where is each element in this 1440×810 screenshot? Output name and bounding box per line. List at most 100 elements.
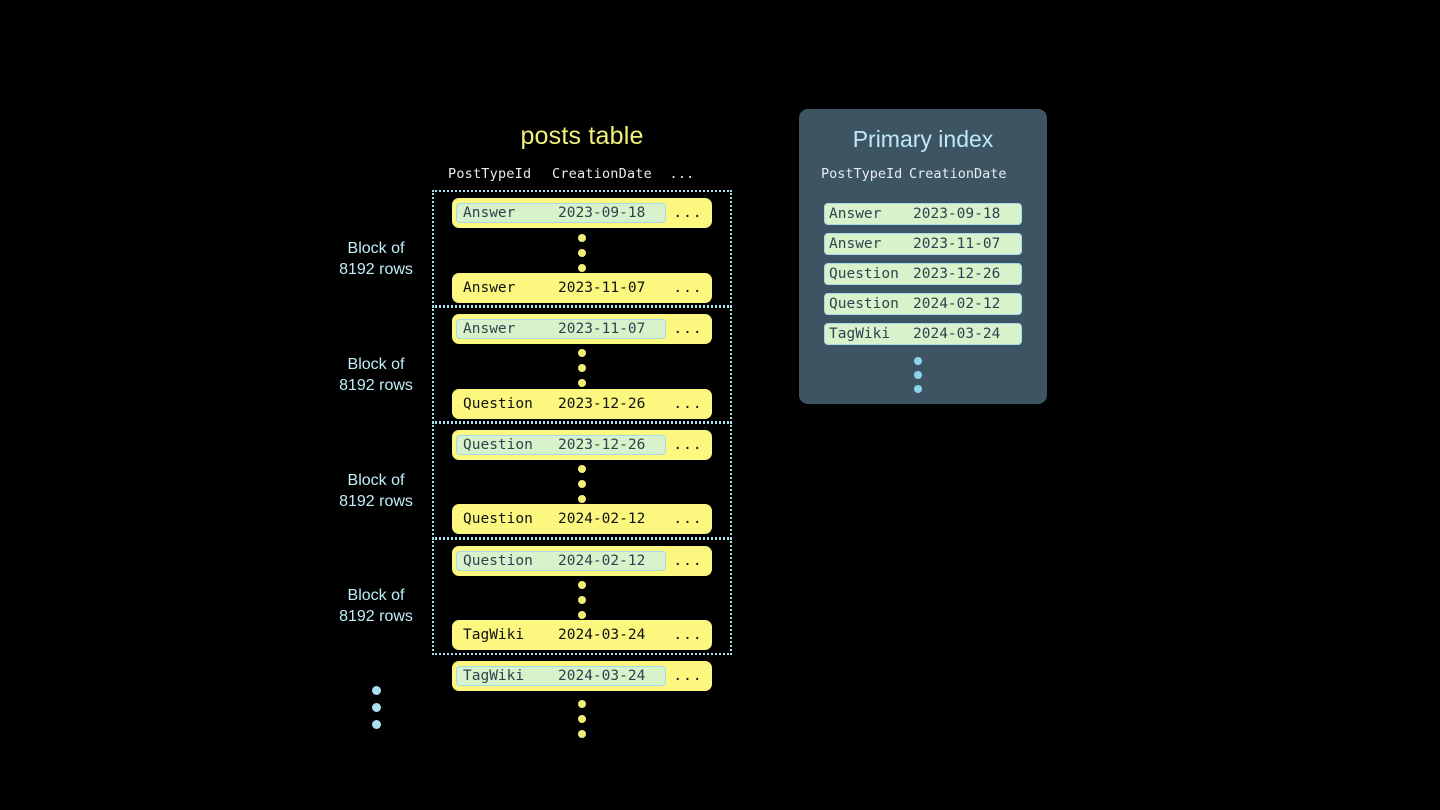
block-label-1: Block of 8192 rows — [286, 239, 466, 280]
index-row-2-type: Question — [829, 266, 899, 282]
index-row-2-date: 2023-12-26 — [913, 266, 1001, 282]
index-row-3-type: Question — [829, 296, 899, 312]
posts-row-block4-last-date: 2024-03-24 — [558, 627, 646, 643]
posts-row-block1-last-more: ... — [673, 280, 703, 296]
posts-row-block4-last-type: TagWiki — [463, 627, 525, 643]
posts-row-block3-first[interactable]: Question 2023-12-26 ... — [452, 430, 712, 460]
dot-icon — [371, 686, 381, 695]
posts-row-block1-first[interactable]: Answer 2023-09-18 ... — [452, 198, 712, 228]
vertical-ellipsis-index-continues — [912, 357, 924, 393]
dot-icon — [914, 357, 922, 365]
dot-icon — [578, 730, 586, 738]
index-row-1-date: 2023-11-07 — [913, 236, 1001, 252]
block-label-3-line1: Block of — [347, 472, 405, 489]
index-row[interactable]: Question 2024-02-12 — [824, 293, 1022, 315]
posts-row-block2-last-type: Question — [463, 396, 533, 412]
column-header-creationdate: CreationDate — [552, 166, 652, 182]
posts-row-block4-first-date: 2024-02-12 — [558, 553, 646, 569]
posts-row-block1-first-type: Answer — [463, 205, 516, 221]
dot-icon — [914, 371, 922, 379]
block-label-3-line2: 8192 rows — [339, 492, 413, 510]
posts-table-column-headers: PostTypeId CreationDate ... — [448, 166, 714, 182]
block-label-2: Block of 8192 rows — [286, 355, 466, 396]
posts-row-block3-last[interactable]: Question 2024-02-12 ... — [452, 504, 712, 534]
posts-row-block2-first-date: 2023-11-07 — [558, 321, 646, 337]
posts-row-trailing-date: 2024-03-24 — [558, 668, 646, 684]
index-column-header-posttypeid: PostTypeId — [821, 166, 903, 182]
dot-icon — [371, 703, 381, 712]
posts-row-block3-first-date: 2023-12-26 — [558, 437, 646, 453]
dot-icon — [578, 349, 586, 357]
block-label-3: Block of 8192 rows — [286, 471, 466, 512]
index-row[interactable]: Answer 2023-09-18 — [824, 203, 1022, 225]
dot-icon — [578, 379, 586, 387]
posts-row-trailing[interactable]: TagWiki 2024-03-24 ... — [452, 661, 712, 691]
block-label-4-line1: Block of — [347, 587, 405, 604]
vertical-ellipsis-block1 — [576, 234, 588, 272]
dot-icon — [578, 480, 586, 488]
dot-icon — [578, 495, 586, 503]
posts-row-block4-last-more: ... — [673, 627, 703, 643]
posts-row-block2-last-date: 2023-12-26 — [558, 396, 646, 412]
posts-table-title: posts table — [520, 122, 644, 150]
primary-index-title: Primary index — [852, 126, 994, 152]
posts-row-block2-first-type: Answer — [463, 321, 516, 337]
block-label-1-line1: Block of — [347, 240, 405, 257]
dot-icon — [578, 364, 586, 372]
dot-icon — [578, 234, 586, 242]
primary-index-panel: Primary index PostTypeId CreationDate An… — [799, 109, 1047, 404]
column-header-posttypeid: PostTypeId — [448, 166, 532, 182]
index-row-0-type: Answer — [829, 206, 882, 222]
posts-row-block2-last-more: ... — [673, 396, 703, 412]
index-row[interactable]: Answer 2023-11-07 — [824, 233, 1022, 255]
dot-icon — [578, 611, 586, 619]
posts-row-block2-first-more: ... — [673, 321, 703, 337]
block-label-1-line2: 8192 rows — [339, 260, 413, 278]
posts-row-block4-first-type: Question — [463, 553, 533, 569]
vertical-ellipsis-blocks-continue — [370, 686, 382, 729]
posts-row-block1-last-date: 2023-11-07 — [558, 280, 646, 296]
index-row-4-type: TagWiki — [829, 326, 891, 342]
vertical-ellipsis-block2 — [576, 349, 588, 387]
dot-icon — [578, 465, 586, 473]
block-label-4-line2: 8192 rows — [339, 607, 413, 625]
posts-row-block3-last-type: Question — [463, 511, 533, 527]
index-column-header-creationdate: CreationDate — [909, 166, 1007, 182]
posts-row-block2-first[interactable]: Answer 2023-11-07 ... — [452, 314, 712, 344]
primary-index-column-headers: PostTypeId CreationDate — [821, 166, 1027, 182]
posts-row-block1-last[interactable]: Answer 2023-11-07 ... — [452, 273, 712, 303]
dot-icon — [578, 700, 586, 708]
block-label-2-line1: Block of — [347, 356, 405, 373]
dot-icon — [578, 581, 586, 589]
vertical-ellipsis-block3 — [576, 465, 588, 503]
dot-icon — [578, 249, 586, 257]
posts-row-block3-last-more: ... — [673, 511, 703, 527]
posts-row-block4-last[interactable]: TagWiki 2024-03-24 ... — [452, 620, 712, 650]
block-label-4: Block of 8192 rows — [286, 586, 466, 627]
block-group-4 — [432, 538, 732, 655]
posts-row-block1-first-more: ... — [673, 205, 703, 221]
posts-row-block3-last-date: 2024-02-12 — [558, 511, 646, 527]
column-header-ellipsis: ... — [669, 166, 695, 182]
posts-row-trailing-type: TagWiki — [463, 668, 525, 684]
dot-icon — [371, 720, 381, 729]
vertical-ellipsis-block4 — [576, 581, 588, 619]
index-row[interactable]: Question 2023-12-26 — [824, 263, 1022, 285]
primary-index-row-list: Answer 2023-09-18 Answer 2023-11-07 Ques… — [824, 203, 1022, 345]
dot-icon — [578, 596, 586, 604]
posts-row-block1-first-date: 2023-09-18 — [558, 205, 646, 221]
posts-row-block2-last[interactable]: Question 2023-12-26 ... — [452, 389, 712, 419]
posts-row-block3-first-more: ... — [673, 437, 703, 453]
dot-icon — [914, 385, 922, 393]
dot-icon — [578, 715, 586, 723]
posts-row-block1-last-type: Answer — [463, 280, 516, 296]
index-row-0-date: 2023-09-18 — [913, 206, 1001, 222]
posts-row-block4-first[interactable]: Question 2024-02-12 ... — [452, 546, 712, 576]
dot-icon — [578, 264, 586, 272]
posts-row-block4-first-more: ... — [673, 553, 703, 569]
posts-row-block3-first-type: Question — [463, 437, 533, 453]
index-row-4-date: 2024-03-24 — [913, 326, 1001, 342]
index-row[interactable]: TagWiki 2024-03-24 — [824, 323, 1022, 345]
vertical-ellipsis-table-continues — [576, 700, 588, 738]
